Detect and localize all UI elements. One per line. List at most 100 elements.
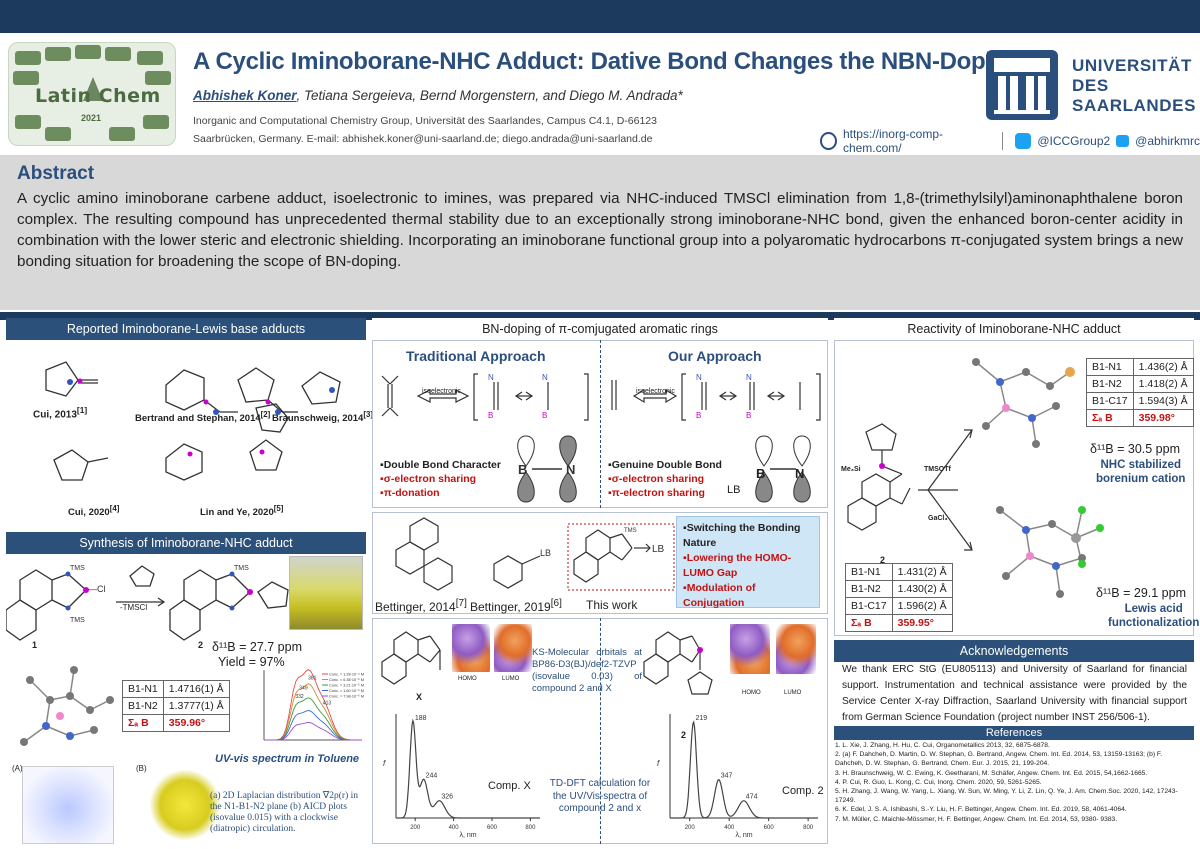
svg-text:N: N — [746, 373, 752, 382]
spec-2-tick-label: 400 — [724, 825, 735, 831]
crystal-structure-2 — [20, 666, 114, 746]
twitter-handle-group[interactable]: @ICCGroup2 — [1037, 134, 1111, 148]
reaction-arrows — [927, 429, 973, 551]
uv-legend-entry: Conc. = 1.60·10⁻⁵ M — [329, 689, 364, 693]
nmr-shift-borenium: δ¹¹B = 30.5 ppm — [1090, 442, 1180, 456]
uv-legend-entry: Conc. = 3.21·10⁻⁵ M — [329, 684, 364, 688]
homo-2-label: HOMO — [742, 690, 761, 696]
svg-text:—Cl: —Cl — [88, 584, 106, 594]
me3si-label: Me₃Si — [841, 466, 861, 473]
borenium-result: NHC stabilized borenium cation — [1096, 459, 1186, 485]
reference-item: 1. L. Xie, J. Zhang, H. Hu, C. Cui, Orga… — [835, 742, 1050, 749]
affiliation: Inorganic and Computational Chemistry Gr… — [193, 115, 657, 145]
svg-text:LB: LB — [652, 544, 665, 555]
svg-text:TMS: TMS — [624, 528, 637, 534]
isoelectronic-label-right: isoelectronic — [636, 388, 675, 395]
n-atom-label: N — [795, 466, 805, 481]
b-atom-label: B — [756, 466, 766, 481]
spec-x-tick-label: 400 — [449, 825, 460, 831]
switching-box: ▪Switching the Bonding Nature ▪Lowering … — [676, 516, 820, 609]
traditional-bullets: ▪Double Bond Character ▪σ-electron shari… — [380, 459, 501, 499]
bettinger-structures: LB — [395, 517, 551, 591]
homo-x-orbital — [452, 624, 490, 672]
university-crest-icon — [986, 50, 1058, 120]
ref-bettinger-2019: Bettinger, 2019[6] — [470, 598, 562, 614]
traditional-approach-title: Traditional Approach — [406, 348, 546, 364]
orbital-diagram-traditional: B N — [517, 435, 577, 503]
spec-x-tick-label: 600 — [487, 825, 498, 831]
references-heading: References — [834, 726, 1194, 740]
ks-caption: KS-Molecular orbitals at BP86-D3(BJ)/def… — [532, 647, 642, 694]
panel-a-label: (A) — [12, 764, 23, 773]
spec-x-peak-label: 188 — [415, 715, 427, 722]
top-banner — [0, 0, 1200, 33]
section-divider — [0, 312, 1200, 320]
uv-legend-entry: Conc. = 6.38·10⁻⁵ M — [329, 678, 364, 682]
spec-2-tick-label: 800 — [803, 825, 814, 831]
this-work-structure: TMS LB — [567, 523, 675, 591]
our-bullets: ▪Genuine Double Bond ▪σ-electron sharing… — [608, 459, 722, 499]
latin-chem-logo: Latin Chem 2021 — [8, 42, 176, 146]
spec-2-x-label: λ, nm — [735, 832, 752, 839]
spec-x-peak-label: 244 — [426, 773, 438, 780]
spec-2-y-label: f — [657, 759, 660, 768]
compound-2-reactivity-structure — [847, 423, 958, 531]
reference-list: 1. L. Xie, J. Zhang, H. Hu, C. Cui, Orga… — [835, 741, 1192, 824]
nmr-shift-ga: δ¹¹B = 29.1 ppm — [1096, 586, 1186, 600]
twitter-handle-personal[interactable]: @abhirkmrc — [1135, 134, 1200, 148]
spec-2-curve — [670, 720, 818, 819]
uv-caption: UV-vis spectrum in Toluene — [215, 753, 360, 765]
reported-adducts-structures — [45, 361, 341, 481]
logo-text: Latin Chem — [35, 85, 161, 107]
reference-item: 7. M. Müller, C. Maichle-Mössmer, H. F. … — [835, 815, 1118, 823]
spec-2-tick-label: 600 — [764, 825, 775, 831]
ga-adduct-crystal-structure — [996, 506, 1104, 598]
ref-bertrand-stephan: Bertrand and Stephan, 2014[2] — [135, 410, 271, 425]
author-list: Abhishek Koner, Tetiana Sergeieva, Bernd… — [193, 88, 683, 103]
uv-series-curve — [264, 721, 362, 741]
contact-links: https://inorg-comp-chem.com/ @ICCGroup2 … — [820, 127, 1200, 155]
spec-x-curve — [396, 718, 540, 819]
twitter-icon — [1014, 133, 1032, 149]
uv-legend-entry: Conc. = 1.28·10⁻⁴ M — [329, 673, 364, 677]
svg-text:B: B — [488, 411, 493, 420]
lumo-x-label: LUMO — [502, 676, 520, 682]
spec-2-peak-label: 347 — [721, 773, 733, 780]
acknowledgements-heading: Acknowledgements — [834, 640, 1194, 662]
ref-cui-2013: Cui, 2013[1] — [33, 405, 88, 421]
gacl3-label: GaCl₃ — [928, 515, 948, 522]
abstract-section: Abstract A cyclic amino iminoborane carb… — [0, 155, 1200, 310]
globe-icon — [820, 132, 837, 150]
nmr-shift-2: δ¹¹B = 27.7 ppm — [212, 640, 302, 654]
reactivity-heading: Reactivity of Iminoborane-NHC adduct — [834, 318, 1194, 340]
compound-x-label: X — [416, 692, 423, 702]
svg-text:N: N — [696, 373, 702, 382]
borenium-crystal-structure — [972, 358, 1075, 448]
panel-b-label: (B) — [136, 764, 147, 773]
svg-text:B: B — [746, 411, 751, 420]
spec-x-x-label: λ, nm — [459, 832, 476, 839]
spec-x-tick-label: 800 — [525, 825, 536, 831]
svg-text:TMS: TMS — [70, 617, 85, 624]
website-link[interactable]: https://inorg-comp-chem.com/ — [842, 127, 943, 155]
abstract-text: A cyclic amino iminoborane carbene adduc… — [17, 190, 1183, 270]
acknowledgements-text: We thank ERC StG (EU805113) and Universi… — [842, 664, 1187, 723]
uv-series-curve — [264, 710, 362, 741]
ref-cui-2020: Cui, 2020[4] — [68, 504, 120, 519]
laplacian-plot — [22, 766, 114, 844]
reported-adducts-heading: Reported Iminoborane-Lewis base adducts — [6, 318, 366, 340]
bn-doping-heading: BN-doping of π-comjugated aromatic rings — [372, 318, 828, 340]
homo-2-orbital — [730, 624, 770, 674]
td-dft-caption: TD-DFT calculation for the UV/Vis-spectr… — [549, 778, 651, 814]
svg-text:B: B — [518, 462, 527, 477]
logo-triangle-icon — [83, 77, 103, 101]
spec-x-peak-label: 326 — [441, 794, 453, 801]
spec-x-y-label: f — [383, 759, 386, 768]
orbital-diagram-our — [755, 435, 811, 503]
first-author: Abhishek Koner — [193, 88, 297, 103]
coauthors: , Tetiana Sergeieva, Bernd Morgenstern, … — [296, 88, 683, 103]
our-approach-title: Our Approach — [668, 348, 762, 364]
